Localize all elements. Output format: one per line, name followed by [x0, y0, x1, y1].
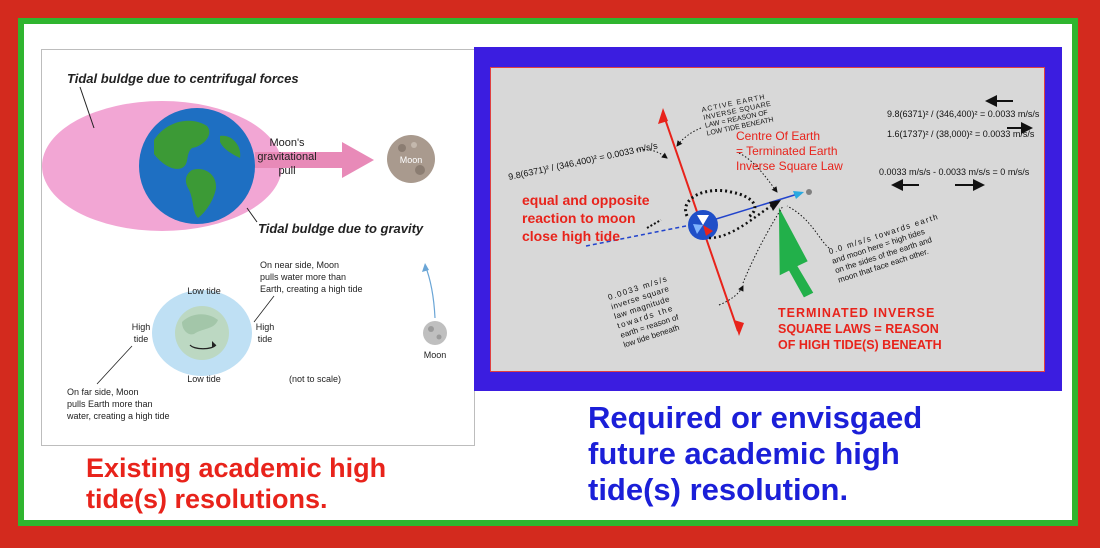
- earth-icon: [139, 108, 255, 224]
- earth-ball-icon: [688, 210, 718, 240]
- centrifugal-bulge-label: Tidal buldge due to centrifugal forces: [67, 71, 299, 86]
- orbit-arrow: [424, 264, 436, 319]
- formula-right-1: 9.8(6371)² / (346,400)² = 0.0033 m/s/s: [887, 109, 1040, 119]
- high-tide-right-label-2: tide: [258, 334, 273, 344]
- moon-small-label: Moon: [424, 350, 447, 360]
- reaction-line-2: reaction to moon: [522, 210, 636, 226]
- moon-label: Moon: [400, 155, 423, 165]
- left-formula: 9.8(6371)² / (346,400)² = 0.0033 m/s/s: [507, 140, 659, 182]
- gravitational-pull-label-1: Moon's: [269, 137, 305, 149]
- centre-earth-line-3: Inverse Square Law: [736, 159, 843, 173]
- earth-moon-vector: [702, 192, 802, 224]
- terminated-line-2: SQUARE LAWS = REASON: [778, 322, 939, 336]
- formula-right-2: 1.6(1737)² / (38,000)² = 0.0033 m/s/s: [887, 129, 1035, 139]
- centrifugal-pointer-line: [79, 86, 95, 129]
- far-side-pointer: [96, 345, 133, 385]
- caption-required: Required or envisgaed future academic hi…: [588, 400, 923, 507]
- far-side-note-1: On far side, Moon: [67, 387, 139, 397]
- low-tide-bottom-label: Low tide: [187, 374, 221, 384]
- low-tide-top-label: Low tide: [187, 286, 221, 296]
- existing-tides-diagram: Moon Moon's gravitational pull Tidal bul…: [41, 49, 475, 446]
- gravity-pointer-line: [246, 207, 258, 223]
- centre-earth-line-1: Centre Of Earth: [736, 129, 820, 143]
- gravity-bulge-label: Tidal buldge due to gravity: [258, 221, 424, 236]
- moon-icon: [387, 135, 435, 183]
- earth-small-icon: [175, 306, 229, 360]
- far-side-note-3: water, creating a high tide: [66, 411, 170, 421]
- gravitational-pull-label-3: pull: [278, 165, 295, 177]
- proposed-tides-diagram: 9.8(6371)² / (346,400)² = 0.0033 m/s/s A…: [490, 67, 1045, 372]
- reaction-dotted-arc: [684, 189, 757, 220]
- reaction-line-1: equal and opposite: [522, 192, 650, 208]
- near-side-note-2: pulls water more than: [260, 272, 346, 282]
- green-high-tide-arrow: [778, 207, 814, 298]
- moon-small-icon: [423, 321, 447, 345]
- terminated-line-1: TERMINATED INVERSE: [778, 306, 935, 320]
- high-tide-right-label-1: High: [256, 322, 275, 332]
- not-to-scale-label: (not to scale): [289, 374, 341, 384]
- terminated-line-3: OF HIGH TIDE(S) BENEATH: [778, 338, 942, 352]
- centre-earth-line-2: = Terminated Earth: [736, 144, 838, 158]
- caption-existing: Existing academic high tide(s) resolutio…: [86, 453, 387, 514]
- high-tide-left-label-2: tide: [134, 334, 149, 344]
- far-side-note-2: pulls Earth more than: [67, 399, 153, 409]
- formula-right-3: 0.0033 m/s/s - 0.0033 m/s/s = 0 m/s/s: [879, 167, 1030, 177]
- moon-dot: [806, 189, 812, 195]
- gravity-pull-arrow: [255, 142, 374, 178]
- near-side-pointer: [253, 295, 275, 323]
- high-tide-left-label-1: High: [132, 322, 151, 332]
- axis-arrow-top: [658, 108, 668, 124]
- near-side-note-3: Earth, creating a high tide: [260, 284, 363, 294]
- near-side-note-1: On near side, Moon: [260, 260, 339, 270]
- reaction-line-3: close high tide: [522, 228, 620, 244]
- gravitational-pull-label-2: gravitational: [257, 151, 316, 163]
- earth-moon-dashed-line: [585, 222, 702, 247]
- axis-arrow-bottom: [734, 320, 744, 336]
